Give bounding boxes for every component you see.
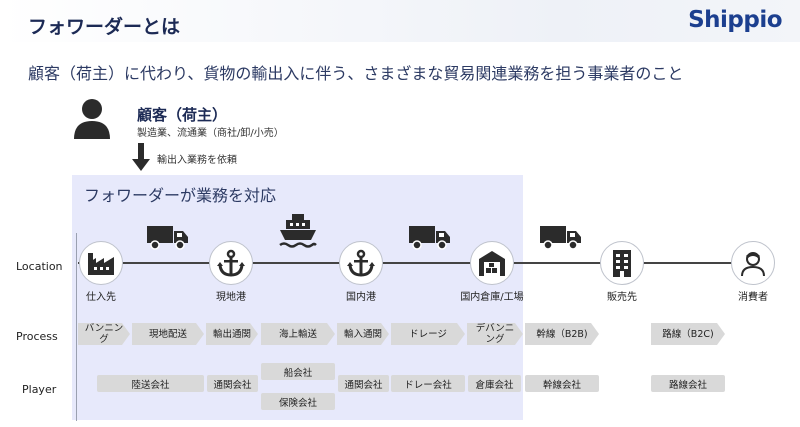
- anchor-icon: [217, 249, 245, 277]
- page-subtitle: 顧客（荷主）に代わり、貨物の輸出入に伴う、さまざまな貿易関連業務を担う事業者のこ…: [28, 64, 684, 83]
- row-label-location: Location: [16, 260, 63, 273]
- customer-person-icon: [74, 99, 110, 139]
- row-label-process: Process: [16, 330, 58, 343]
- factory-icon: [88, 253, 114, 275]
- logistics-track-line: [78, 262, 768, 264]
- process-step-vanning: バンニン グ: [78, 323, 130, 345]
- location-label: 現地港: [216, 292, 246, 303]
- player-trunk-carrier: 幹線会社: [525, 375, 599, 392]
- person-icon: [741, 252, 765, 277]
- truck-icon: [147, 226, 188, 250]
- row-label-player: Player: [22, 383, 57, 396]
- process-step-drayage: ドレージ: [391, 323, 465, 345]
- location-node-retailer: [600, 241, 644, 285]
- location-label: 販売先: [607, 292, 637, 303]
- down-arrow-icon: [132, 143, 150, 171]
- process-step-export-customs: 輸出通関: [206, 323, 258, 345]
- player-insurance: 保険会社: [261, 393, 335, 410]
- customer-name: 顧客（荷主）: [137, 106, 228, 124]
- player-shipping-line: 船会社: [261, 363, 335, 380]
- location-node-domestic-port: [339, 241, 383, 285]
- player-land-transport: 陸送会社: [97, 375, 204, 392]
- process-step-import-customs: 輸入通関: [337, 323, 389, 345]
- truck-icon: [409, 226, 450, 250]
- page-title: フォワーダーとは: [28, 16, 181, 38]
- player-route-carrier: 路線会社: [651, 375, 725, 392]
- truck-icon: [540, 226, 581, 250]
- header-bar: [0, 0, 800, 42]
- location-label: 国内倉庫/工場: [460, 292, 524, 303]
- location-node-consumer: [731, 241, 775, 285]
- location-label: 消費者: [738, 292, 768, 303]
- location-node-domestic-warehouse: [470, 241, 514, 285]
- player-customs-broker: 通関会社: [338, 375, 389, 392]
- forwarder-title: フォワーダーが業務を対応: [84, 186, 277, 205]
- building-icon: [613, 250, 631, 277]
- request-label: 輸出入業務を依頼: [157, 155, 237, 166]
- player-warehouse-company: 倉庫会社: [468, 375, 521, 392]
- process-step-route-b2c: 路線（B2C): [651, 323, 725, 345]
- location-node-origin-port: [209, 241, 253, 285]
- player-drayage-company: ドレー会社: [391, 375, 465, 392]
- ship-icon: [279, 214, 317, 248]
- process-step-ocean-freight: 海上輸送: [261, 323, 335, 345]
- process-step-devanning: デバンニ ング: [467, 323, 523, 345]
- process-step-local-delivery: 現地配送: [132, 323, 204, 345]
- row-divider: [76, 233, 77, 421]
- location-node-supplier: [79, 241, 123, 285]
- location-label: 仕入先: [86, 292, 116, 303]
- anchor-icon: [347, 249, 375, 277]
- process-step-trunk-b2b: 幹線（B2B): [525, 323, 599, 345]
- customer-description: 製造業、流通業（商社/卸/小売）: [137, 128, 284, 139]
- warehouse-icon: [479, 251, 505, 276]
- player-customs-broker: 通関会社: [207, 375, 258, 392]
- shippio-logo: Shippio: [688, 7, 782, 33]
- location-label: 国内港: [346, 292, 376, 303]
